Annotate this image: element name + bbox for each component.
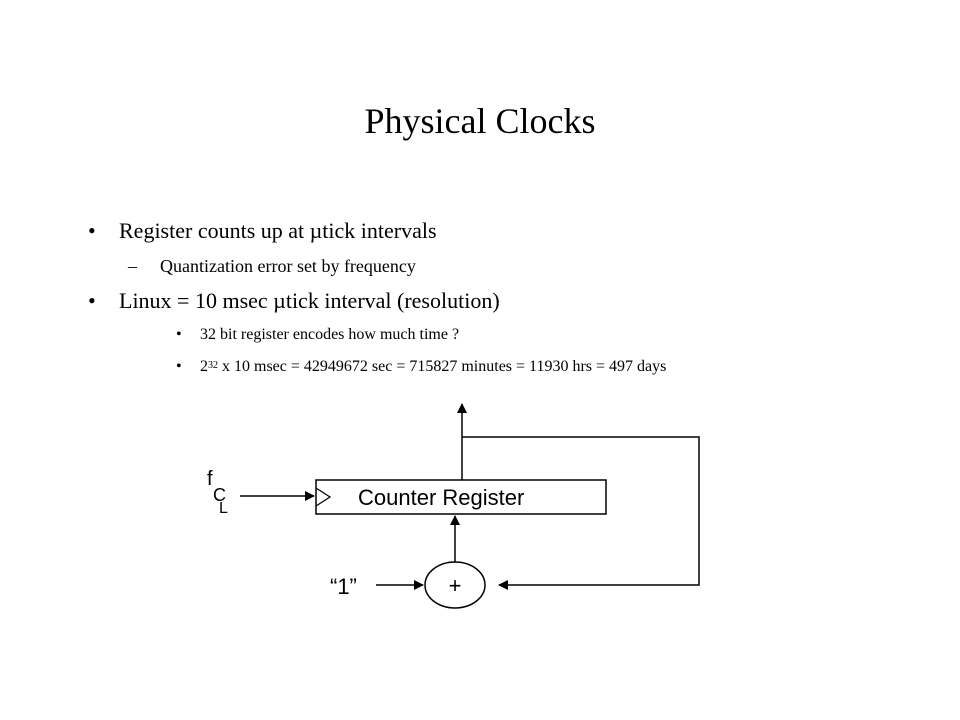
- slide-title: Physical Clocks: [364, 101, 596, 141]
- subbullet-text: 32 bit register encodes how much time ?: [200, 326, 460, 343]
- subbullet-text: 232 x 10 msec = 42949672 sec = 715827 mi…: [200, 358, 666, 376]
- power-exponent: 32: [208, 360, 218, 371]
- counter-register-label: Counter Register: [358, 485, 524, 510]
- bullet-marker: •: [88, 288, 96, 313]
- power-base: 2: [200, 358, 208, 375]
- input-one-label: “1”: [330, 574, 357, 599]
- adder-plus-label: +: [449, 573, 462, 598]
- bullet-marker: •: [176, 358, 182, 375]
- bullet-text: Register counts up at µtick intervals: [119, 218, 437, 243]
- clock-label-c: C: [213, 485, 226, 505]
- counter-register-box: [315, 479, 607, 515]
- clock-label-l: L: [219, 500, 228, 517]
- bullet-text: Linux = 10 msec µtick interval (resoluti…: [119, 288, 500, 313]
- clock-label-f: f: [207, 468, 213, 490]
- calc-text: x 10 msec = 42949672 sec = 715827 minute…: [218, 358, 667, 375]
- subbullet-text: Quantization error set by frequency: [160, 256, 416, 276]
- feedback-loop: [462, 436, 700, 590]
- clock-input-triangle: [315, 487, 332, 507]
- dash-marker: –: [128, 256, 137, 276]
- bullet-marker: •: [88, 218, 96, 243]
- bullet-marker: •: [176, 326, 182, 343]
